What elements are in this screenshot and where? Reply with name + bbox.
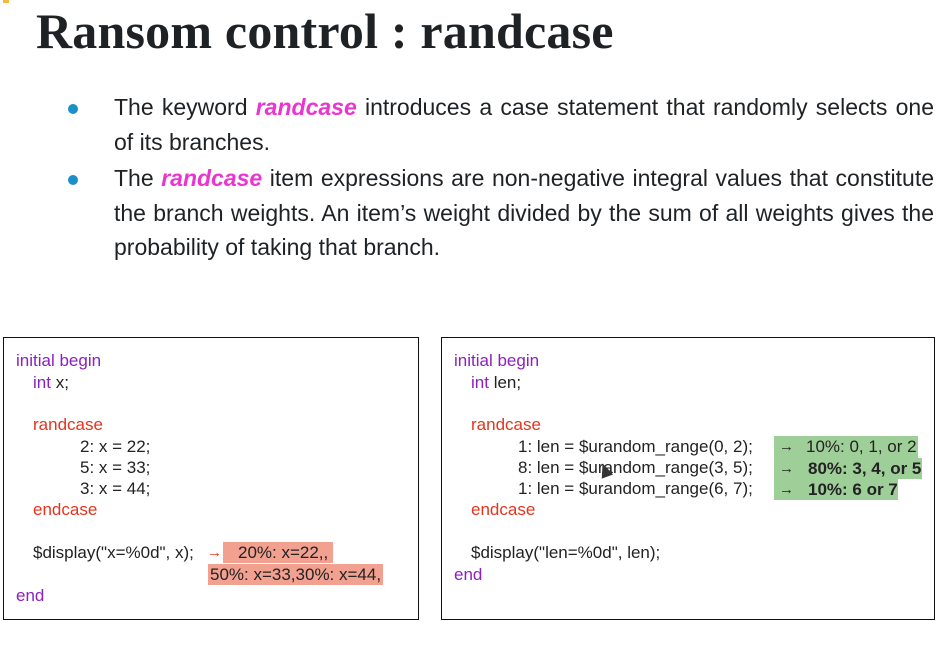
annotation-highlight [774,458,922,479]
keyword-randcase: randcase [255,94,357,120]
code-line: 3: x = 44; [80,479,151,498]
code-line: 1: len = $urandom_range(0, 2); [518,437,753,456]
code-line: initial begin [454,351,540,370]
annotation-highlight [208,564,383,585]
bullet-dot-icon [68,175,78,185]
code-line: 2: x = 22; [80,437,151,456]
keyword-randcase: randcase [161,165,263,191]
code-text: x; [50,373,69,392]
code-line: 1: len = $urandom_range(6, 7); [518,479,753,498]
bullet-text-post: item expressions are non-negative integr… [114,165,934,260]
slide-title: Ransom control : randcase [36,3,614,59]
arrow-icon: → [779,438,794,455]
code-line: $display("len=%0d", len); [471,543,661,562]
code-text: len; [488,373,522,392]
bullet-dot-icon [68,104,78,114]
code-line: end [16,586,45,605]
code-line: 8: len = $urandom_range(3, 5); [518,458,753,477]
corner-mark [3,0,9,3]
code-line: int len; [471,372,521,393]
bullet-item: The randcase item expressions are non-ne… [62,161,934,265]
code-line: endcase [33,500,98,519]
code-keyword: int [33,373,51,392]
bullet-list: The keyword randcase introduces a case s… [62,90,934,265]
annotation-text: 80%: 3, 4, or 5 [808,459,922,478]
bullet-text-post: introduces a case statement that randoml… [114,94,934,155]
arrow-icon: → [779,460,794,477]
code-line: endcase [471,500,536,519]
annotation-text: 10%: 0, 1, or 2 [806,437,917,456]
annotation-highlight [774,436,918,458]
code-line: 5: x = 33; [80,458,151,477]
code-line: end [454,565,483,584]
arrow-icon: → [779,481,794,498]
arrow-icon: → [207,544,222,561]
code-line: randcase [33,415,103,434]
code-line: $display("x=%0d", x); [33,543,194,562]
code-line: initial begin [16,351,102,370]
code-line: randcase [471,415,541,434]
annotation-text: 50%: x=33,30%: x=44, [210,565,382,584]
code-line: int x; [33,372,69,393]
code-box-right: initial begin int len; randcase 1: len =… [441,337,935,620]
bullet-item: The keyword randcase introduces a case s… [62,90,934,159]
annotation-highlight [774,479,898,500]
annotation-highlight [223,542,333,563]
bullet-text-pre: The [114,165,162,191]
annotation-text: 10%: 6 or 7 [808,480,898,499]
code-keyword: int [471,373,489,392]
annotation-text: 20%: x=22,, [238,543,329,562]
bullet-text-pre: The keyword [114,94,256,120]
code-box-left: initial begin int x; randcase 2: x = 22;… [3,337,419,620]
